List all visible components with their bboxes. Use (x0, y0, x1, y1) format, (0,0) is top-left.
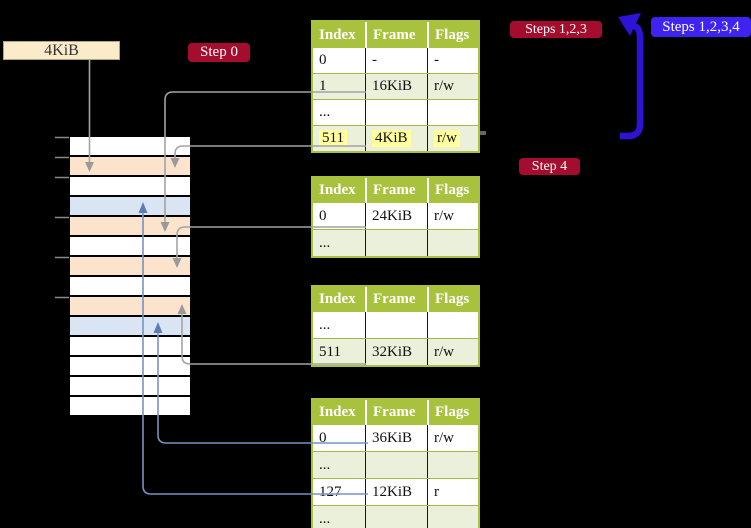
page-table-level2: Index Frame Flags ... 511 32KiB r/w (311, 285, 480, 367)
memory-frame-row (70, 317, 190, 337)
memory-frame-row (70, 377, 190, 397)
header-flags: Flags (427, 400, 478, 425)
memory-frame-row (70, 137, 190, 157)
table-row: ... (313, 312, 478, 338)
recursive-loop-arrow (620, 22, 644, 140)
table-row: ... (313, 229, 478, 256)
step0-badge: Step 0 (188, 43, 250, 62)
header-index: Index (319, 26, 356, 43)
table-row: ... (313, 505, 478, 528)
table-row: 0 24KiB r/w (313, 203, 478, 229)
memory-frame-row (70, 357, 190, 377)
header-flags: Flags (427, 22, 478, 48)
root-table-pointer-box: 4KiB (3, 41, 120, 60)
table-header-row: Index Frame Flags (313, 22, 478, 48)
table-row: 1 16KiB r/w (313, 73, 478, 99)
header-flags: Flags (427, 178, 478, 203)
header-frame: Frame (365, 22, 427, 48)
step4-badge: Step 4 (519, 158, 580, 175)
memory-frame-row (70, 217, 190, 237)
steps123-badge: Steps 1,2,3 (510, 21, 602, 38)
memory-frame-row (70, 337, 190, 357)
page-table-level4: Index Frame Flags 0 - - 1 16KiB r/w ... … (311, 20, 480, 153)
table-header-row: Index Frame Flags (313, 400, 478, 425)
table-row: ... (313, 451, 478, 478)
page-table-level3: Index Frame Flags 0 24KiB r/w ... (311, 176, 480, 258)
header-frame: Frame (365, 178, 427, 203)
steps1234-badge: Steps 1,2,3,4 (651, 17, 751, 37)
memory-frame-row (70, 197, 190, 217)
recursive-loop-arrowhead (618, 13, 641, 36)
table-row: 511 32KiB r/w (313, 338, 478, 365)
memory-frame-row (70, 277, 190, 297)
memory-frame-row (70, 297, 190, 317)
memory-address-ticks (55, 136, 69, 299)
header-frame: Frame (365, 287, 427, 312)
memory-frame-row (70, 237, 190, 257)
table-row-recursive-entry: 511 4KiB r/w (313, 125, 478, 151)
header-index: Index (319, 404, 356, 420)
header-frame: Frame (365, 400, 427, 425)
page-table-level1: Index Frame Flags 0 36KiB r/w ... 127 12… (311, 398, 480, 528)
header-flags: Flags (427, 287, 478, 312)
header-index: Index (319, 182, 356, 198)
header-index: Index (319, 291, 356, 307)
table-row: 0 36KiB r/w (313, 425, 478, 451)
memory-frame-row (70, 177, 190, 197)
table-row: 0 - - (313, 48, 478, 73)
memory-frame-row (70, 257, 190, 277)
table-header-row: Index Frame Flags (313, 287, 478, 312)
table-header-row: Index Frame Flags (313, 178, 478, 203)
table-row: ... (313, 99, 478, 125)
memory-frame-row (70, 157, 190, 177)
table-row: 127 12KiB r (313, 478, 478, 505)
memory-frame-row (70, 397, 190, 417)
physical-memory-column (70, 137, 190, 417)
